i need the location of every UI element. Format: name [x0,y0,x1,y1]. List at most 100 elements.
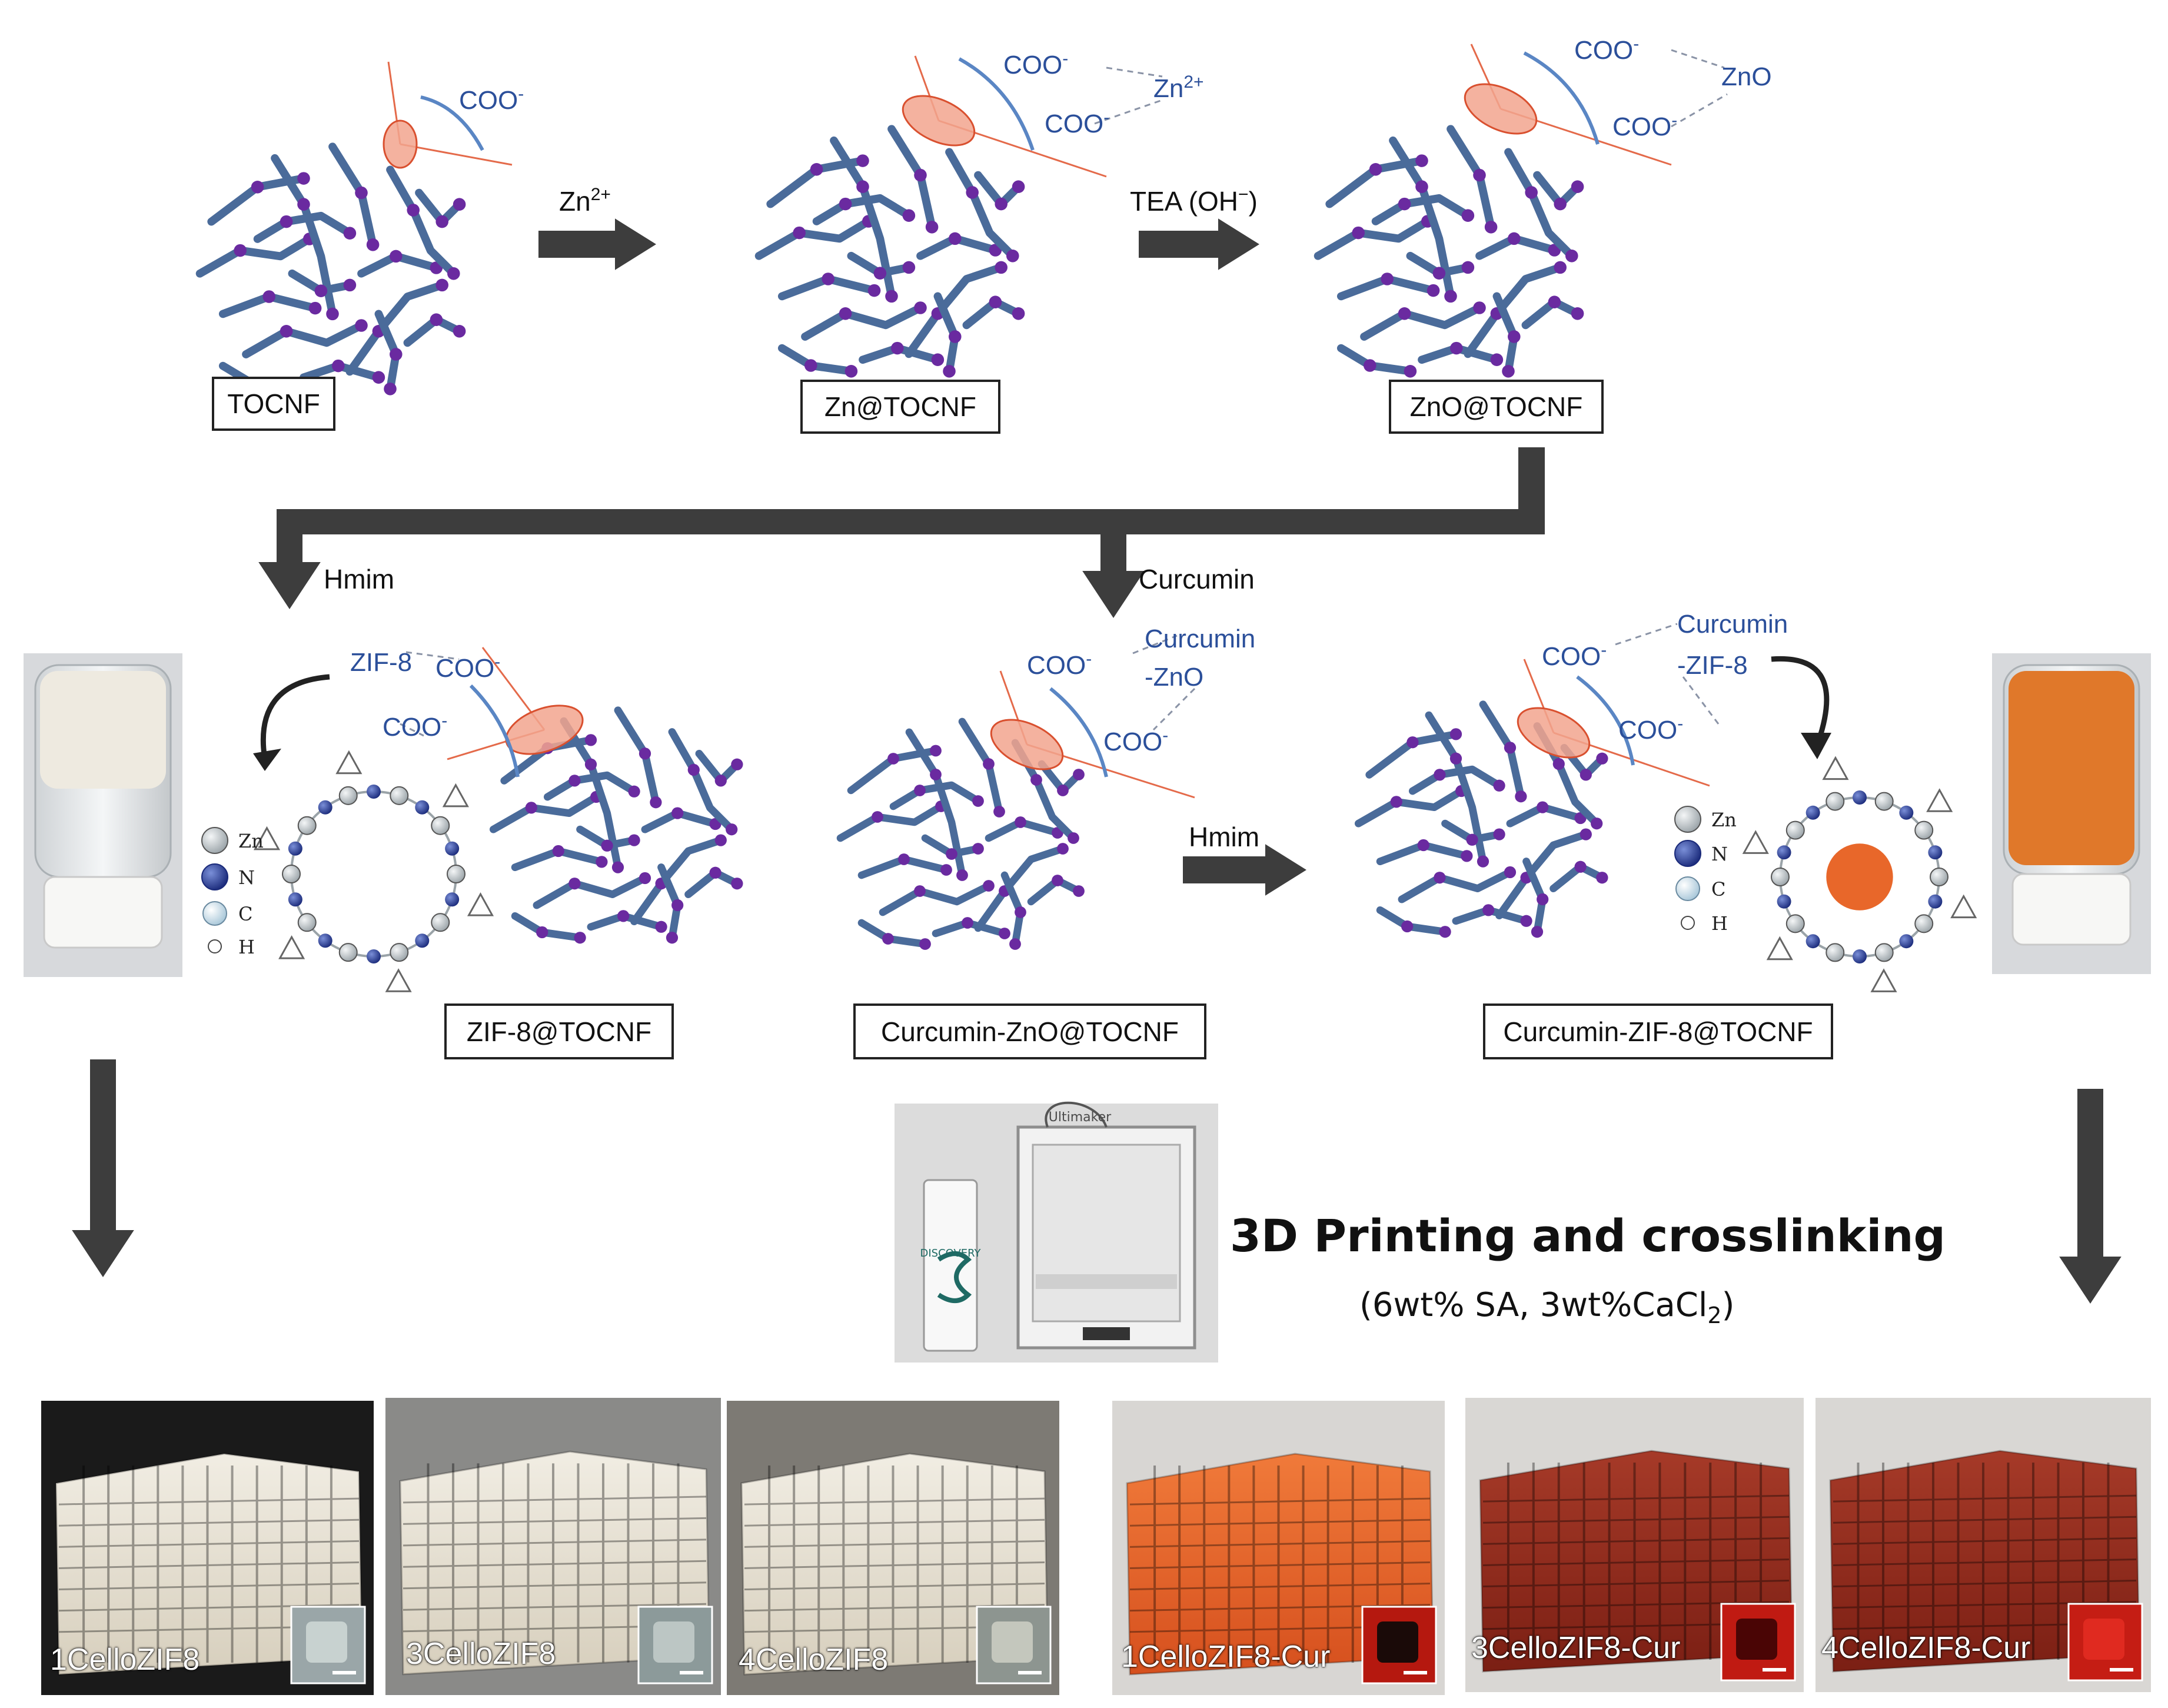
zn-ion-label: Zn2+ [1153,72,1204,103]
n-atom [318,800,332,815]
n-atom [415,800,430,815]
state-box-curcumin-zno-tocnf: Curcumin-ZnO@TOCNF [853,1003,1206,1059]
grid-line [403,1560,707,1568]
carboxyl-node [919,938,931,950]
carboxyl-node [1493,828,1505,840]
carboxyl-node [1030,774,1042,786]
imidazole-ring [1950,894,1977,919]
carboxyl-node [1057,785,1069,796]
reagent-zn-label: Zn2+ [559,185,611,217]
zoom-arc [1049,687,1108,777]
n-atom [445,892,460,907]
grid-line [1129,1561,1431,1569]
zn-atom [297,913,317,932]
carboxyl-node [536,926,548,939]
carboxyl-node [810,163,823,176]
grid-line [1482,1558,1790,1566]
fiber-strand [271,154,337,318]
printer-cable [1045,1101,1108,1128]
arrow-curcumin-down [1082,521,1145,618]
zn-atom [1825,943,1845,962]
carboxyl-node [872,811,883,823]
carboxyl-node [822,273,834,285]
sample-label-4cellozif8-cur: 4CelloZIF8-Cur [1821,1631,2031,1665]
carboxyl-node [1580,769,1592,781]
imidazole-ring [1870,968,1897,992]
scaffold-pore [306,1621,347,1663]
curcumin-core [1826,843,1893,911]
zoom-highlight [990,719,1064,770]
carboxyl-node [1473,301,1486,314]
carboxyl-node [1057,843,1069,855]
fiber-strand [889,781,982,810]
zoom-curzif [1517,659,1710,787]
sample-label-1cellozif8: 1CelloZIF8 [50,1643,200,1677]
carboxyl-node [714,834,727,846]
scaffold-pore [992,1621,1033,1663]
carboxyl-node [709,866,721,879]
photo-scaffold-4cellozif8-cur [1815,1398,2151,1692]
carboxyl-node [574,932,586,944]
carboxyl-node [628,785,640,797]
material-bottle [923,1179,978,1352]
zn-atom [1930,868,1948,886]
carboxyl-node [873,267,887,280]
zoom-curzno [990,670,1195,799]
coo-label-zno-top: COO- [1574,34,1639,65]
n-atom [288,841,302,856]
carboxyl-node [731,878,743,890]
zn-atom [1914,820,1934,840]
fiber-strand [533,874,649,909]
scaffold-grid [1482,1463,1790,1660]
imidazole-ring [1926,788,1953,812]
carboxyl-node [1484,221,1498,234]
fiber-strand [879,882,993,916]
printer-display [1083,1327,1130,1340]
carboxyl-node [1482,904,1495,916]
zn-atom [338,943,358,962]
grid-line [1129,1518,1431,1527]
grid-line [1833,1537,2137,1545]
fiber-strand [1389,136,1455,301]
fiber-network-zno-tocnf [1314,125,1584,378]
zoom-arc [469,684,520,777]
coo-label-curzno-bottom: COO- [1103,726,1168,756]
carboxyl-node [1554,261,1567,274]
n-atom [288,892,302,907]
carboxyl-node [1009,938,1021,950]
carboxyl-node [596,856,608,868]
carboxyl-node [1434,769,1446,781]
carboxyl-node [1432,267,1446,280]
carboxyl-node [966,186,979,199]
fiber-strand [801,304,925,341]
carboxyl-node [891,341,904,355]
fiber-strand [195,235,314,278]
carboxyl-node [839,307,852,320]
scaffold-grid [744,1466,1045,1663]
carboxyl-node [902,209,916,222]
printing-conditions: (6wt% SA, 3wt%CaCl2) [1359,1286,1735,1329]
zoom-zno [1464,44,1672,166]
carboxyl-node [297,198,310,211]
carboxyl-node [989,295,1002,308]
grid-line [1482,1494,1790,1503]
carboxyl-node [1508,330,1521,343]
zn-atom [431,913,450,932]
carboxyl-node [972,843,984,855]
grid-line [744,1518,1045,1527]
carboxyl-node [983,880,995,892]
imidazole-ring [253,826,281,850]
carboxyl-node [999,928,1010,939]
arrow-tea-step [1139,218,1259,270]
scaffold-grid [1833,1463,2137,1660]
fiber-strand [754,217,873,260]
carboxyl-node [639,747,651,760]
fiber-strand [905,728,966,879]
carboxyl-node [366,238,380,251]
scaffold-pore [1377,1621,1418,1663]
imidazole-ring [385,968,412,992]
curved-arrow-left [260,674,330,760]
svg-text:N: N [1711,843,1728,865]
carboxyl-node [568,878,581,890]
carboxyl-node [972,795,984,807]
